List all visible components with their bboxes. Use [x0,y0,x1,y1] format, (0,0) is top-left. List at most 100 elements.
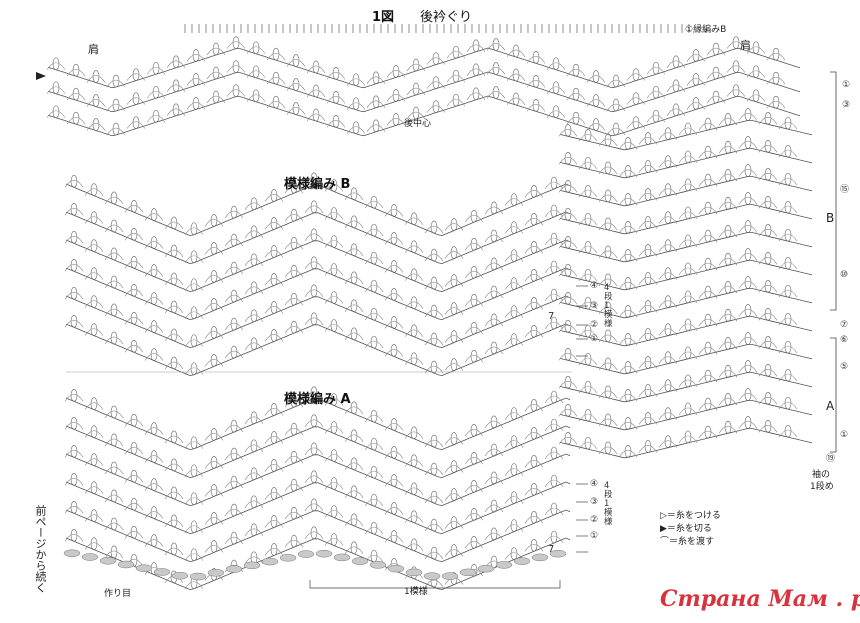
side-column-shell [684,150,692,164]
pattern-b-shell [410,212,418,226]
pattern-b-shell [530,325,538,338]
pattern-b-shell [210,242,218,255]
yoke-arch [466,68,486,77]
pattern-a-shell [330,533,338,546]
start-arrow-icon [36,72,46,80]
side-column-arch [658,384,678,392]
continue-note: 前ページから続く [34,505,47,593]
pattern-a-arch [544,395,564,404]
pattern-b-arch [164,277,184,286]
side-column-shell [644,300,652,313]
pattern-a-arch [64,506,84,514]
pattern-b-arch [144,269,164,277]
yoke-arch [486,91,506,99]
pattern-a-shell [70,445,78,458]
pattern-a-arch [344,406,364,414]
pattern-a-shell [190,548,198,562]
pattern-b-arch [284,297,304,306]
yoke-shell [512,68,520,82]
foundation-stitch [153,568,171,576]
yoke-arch [606,103,626,112]
pattern-b-shell [70,231,78,244]
yoke-shell [752,41,760,55]
pattern-b-shell [170,244,178,258]
pattern-b-shell [170,272,178,286]
cut-yarn-icon: ▶ [660,524,667,534]
pattern-a-arch [324,398,344,406]
pattern-b-arch [164,305,184,314]
pattern-b-arch [64,292,84,300]
pattern-b-shell [250,281,258,295]
yoke-arch [86,123,106,131]
pattern-b-shell [370,195,378,209]
pattern-b-shell [350,327,358,341]
pattern-b-shell [350,243,358,257]
pattern-a-shell [250,439,258,453]
pattern-b-shell [430,360,438,374]
side-column-arch [738,141,758,149]
pattern-b-shell [110,219,118,233]
yoke-shell [472,63,480,77]
pattern-b-arch [224,266,244,275]
pattern-b-arch [544,265,564,274]
pattern-b-arch [124,344,144,353]
side-column-shell [584,268,592,282]
pattern-b-arch [244,286,264,294]
pattern-a-shell [290,478,298,492]
pattern-a-arch [464,484,484,493]
pattern-a-arch [504,524,524,532]
side-column-shell [584,380,592,394]
yoke-arch [506,97,526,106]
side-column-arch [598,250,618,259]
pattern-b-arch [284,325,304,334]
pattern-b-arch [524,302,544,310]
yoke-arch [606,127,626,136]
pattern-b-shell [410,324,418,338]
pattern-a-shell [510,435,518,448]
foundation-stitch [63,549,81,557]
yoke-shell [352,97,360,111]
pattern-a-arch [304,531,324,539]
pattern-a-shell [290,422,298,436]
pattern-a-arch [384,451,404,459]
pattern-b-arch [344,248,364,256]
side-column-arch [698,234,718,243]
pattern-b-shell [190,334,198,348]
side-column-arch [618,169,638,178]
pattern-a-shell [530,539,538,552]
side-column-arch [678,323,698,332]
right-row-7: ⑦ [840,320,849,330]
side-column-shell [564,264,572,277]
pattern-a-arch [84,402,104,410]
pattern-a-shell [290,450,298,464]
pattern-a-shell [270,515,278,528]
pattern-a-arch [524,516,544,524]
pattern-b-shell [490,341,498,355]
yoke-arch [766,52,786,61]
pattern-b-arch [304,289,324,297]
pattern-b-shell [510,333,518,346]
yoke-arch [506,49,526,58]
side-column-arch [678,351,698,360]
pattern-a-arch [144,427,164,435]
pattern-a-arch [344,546,364,554]
side-column-arch [638,249,658,257]
pattern-a-arch [224,480,244,489]
pattern-b-row [65,211,571,265]
pattern-b-shell [530,297,538,310]
pattern-a-arch [244,444,264,452]
pattern-a-shell [450,516,458,529]
pattern-b-shell [230,345,238,359]
pattern-b-shell [350,215,358,229]
pattern-b-arch [444,335,464,343]
pattern-b-arch [424,281,444,290]
pattern-b-shell [130,339,138,353]
pattern-b-arch [344,332,364,340]
yoke-shell [592,118,600,131]
pattern-b-shell [90,267,98,280]
yoke-arch [226,89,246,97]
yoke-shell [552,57,560,71]
side-column-arch [778,317,798,326]
foundation-stitch [477,564,495,573]
pattern-a-shell [110,545,118,559]
